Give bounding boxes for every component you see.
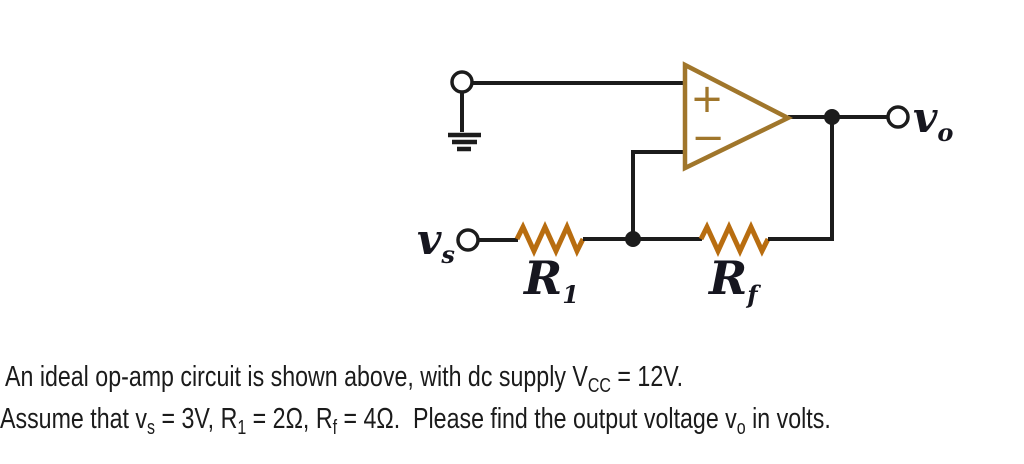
vs-subscript: s [147, 417, 155, 439]
vcc-subscript: CC [587, 375, 611, 397]
opamp-circuit-diagram: + − [448, 61, 910, 258]
junction-node-dot [625, 231, 641, 247]
assume-text: Assume that v [0, 403, 147, 435]
question-line-2: Assume that vs = 3V, R1 = 2Ω, Rf = 4Ω. P… [0, 403, 831, 439]
vs-terminal [456, 228, 480, 252]
in-volts-text: in volts. [745, 403, 831, 435]
resistor-rf-zigzag [698, 220, 771, 258]
vo-subscript: o [736, 417, 746, 439]
rf-value-text: = 4Ω. Please find the output voltage v [337, 403, 737, 435]
vo-label-sub: o [937, 118, 954, 147]
opamp-minus-sign: − [691, 115, 725, 161]
vo-terminal [886, 105, 910, 129]
question-line1-text: An ideal op-amp circuit is shown above, … [5, 361, 588, 393]
rf-subscript: f [332, 417, 338, 439]
r1-subscript: 1 [237, 417, 247, 439]
opamp-plus-sign: + [690, 76, 724, 122]
r1-label: R1 [524, 255, 579, 307]
vs-value-text: = 3V, R [155, 403, 238, 435]
r1-label-sub: 1 [562, 280, 579, 309]
question-line-1: An ideal op-amp circuit is shown above, … [5, 361, 684, 397]
vo-label-base: v [913, 93, 938, 142]
r1-label-base: R [524, 251, 563, 305]
rf-label-base: R [709, 251, 748, 305]
vcc-value-text: = 12V. [610, 361, 684, 393]
vs-label-sub: s [441, 240, 455, 269]
ground-symbol-icon [448, 132, 481, 152]
r1-value-text: = 2Ω, R [246, 403, 333, 435]
ground-terminal [450, 70, 474, 94]
output-node-dot [824, 109, 840, 125]
rf-label: Rf [709, 255, 758, 307]
inverting-input-wire [631, 150, 687, 239]
resistor-r1-zigzag [514, 220, 586, 258]
vs-label-base: v [417, 215, 442, 264]
opamp-triangle [682, 61, 794, 172]
vs-label: vs [417, 219, 455, 267]
feedback-return-wire [768, 117, 834, 241]
vo-label: vo [913, 97, 953, 145]
rf-label-sub: f [747, 280, 758, 309]
